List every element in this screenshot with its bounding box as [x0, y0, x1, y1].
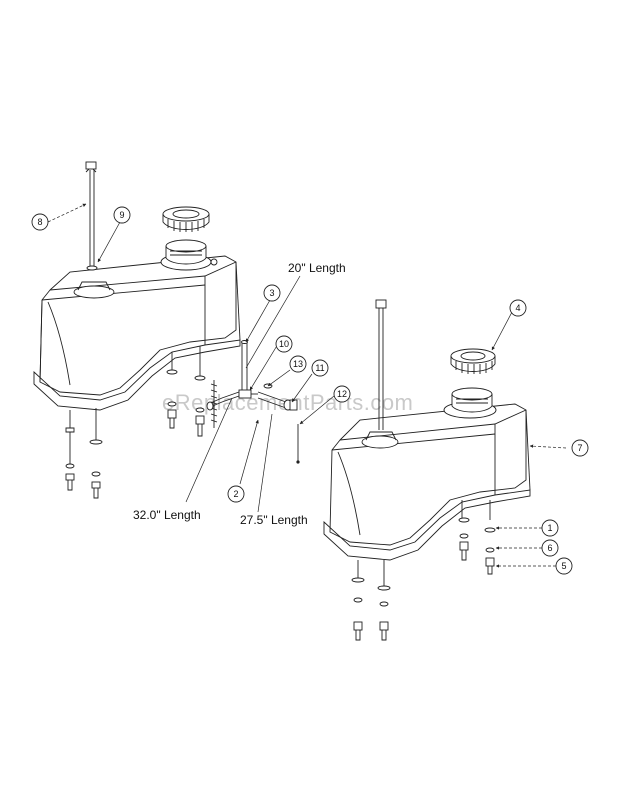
- svg-text:5: 5: [561, 561, 566, 571]
- right-fuel-tank: [323, 299, 531, 641]
- callout-12[interactable]: 12: [333, 385, 351, 403]
- callout-1[interactable]: 1: [541, 519, 559, 537]
- svg-text:8: 8: [37, 217, 42, 227]
- label-20-length: 20" Length: [288, 261, 346, 275]
- callout-8[interactable]: 8: [31, 213, 49, 231]
- svg-text:6: 6: [547, 543, 552, 553]
- callout-5[interactable]: 5: [555, 557, 573, 575]
- label-32-length: 32.0" Length: [133, 508, 201, 522]
- callout-3[interactable]: 3: [263, 284, 281, 302]
- svg-text:11: 11: [315, 363, 324, 373]
- svg-text:7: 7: [577, 443, 582, 453]
- svg-text:4: 4: [515, 303, 520, 313]
- callout-9[interactable]: 9: [113, 206, 131, 224]
- callout-13[interactable]: 13: [289, 355, 307, 373]
- left-fuel-tank: [33, 161, 241, 499]
- callout-7[interactable]: 7: [571, 439, 589, 457]
- label-27-5-length: 27.5" Length: [240, 513, 308, 527]
- svg-text:10: 10: [279, 339, 289, 349]
- callout-2[interactable]: 2: [227, 485, 245, 503]
- callout-10[interactable]: 10: [275, 335, 293, 353]
- callout-6[interactable]: 6: [541, 539, 559, 557]
- svg-text:13: 13: [293, 359, 303, 369]
- svg-text:1: 1: [547, 523, 552, 533]
- svg-text:3: 3: [269, 288, 274, 298]
- leaders: [47, 203, 567, 568]
- callout-4[interactable]: 4: [509, 299, 527, 317]
- svg-text:9: 9: [119, 210, 124, 220]
- svg-text:2: 2: [233, 489, 238, 499]
- svg-text:12: 12: [337, 389, 347, 399]
- callout-11[interactable]: 11: [311, 359, 329, 377]
